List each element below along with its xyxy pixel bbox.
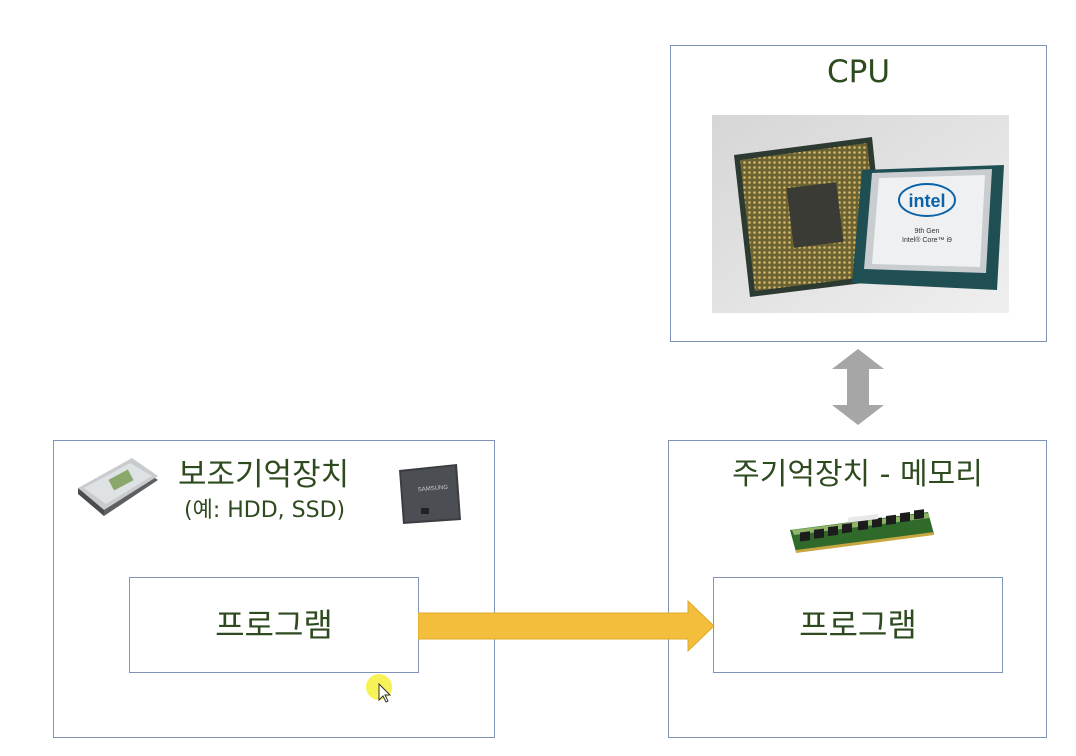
ssd-brand: SAMSUNG bbox=[418, 485, 449, 494]
intel-logo: intel bbox=[908, 191, 945, 211]
secondary-storage-title: 보조기억장치 bbox=[178, 457, 350, 493]
main-memory-title: 주기억장치 - 메모리 bbox=[732, 457, 983, 492]
ssd-icon: SAMSUNG bbox=[399, 464, 461, 524]
program-label-main: 프로그램 bbox=[799, 606, 917, 644]
chip-line-1: 9th Gen bbox=[915, 228, 940, 235]
chip-line-2: Intel® Core™ i9 bbox=[902, 236, 952, 244]
hdd-icon bbox=[78, 458, 158, 516]
cursor-highlight bbox=[366, 674, 392, 703]
load-arrow-icon bbox=[418, 600, 715, 652]
program-label-secondary: 프로그램 bbox=[215, 606, 333, 644]
main-memory-box bbox=[668, 440, 1047, 738]
cpu-image: intel 9th Gen Intel® Core™ i9 bbox=[712, 115, 1009, 313]
double-arrow-icon bbox=[832, 349, 884, 425]
cpu-title: CPU bbox=[826, 54, 891, 90]
secondary-storage-subtitle: (예: HDD, SSD) bbox=[184, 498, 346, 523]
ram-icon bbox=[790, 509, 934, 553]
